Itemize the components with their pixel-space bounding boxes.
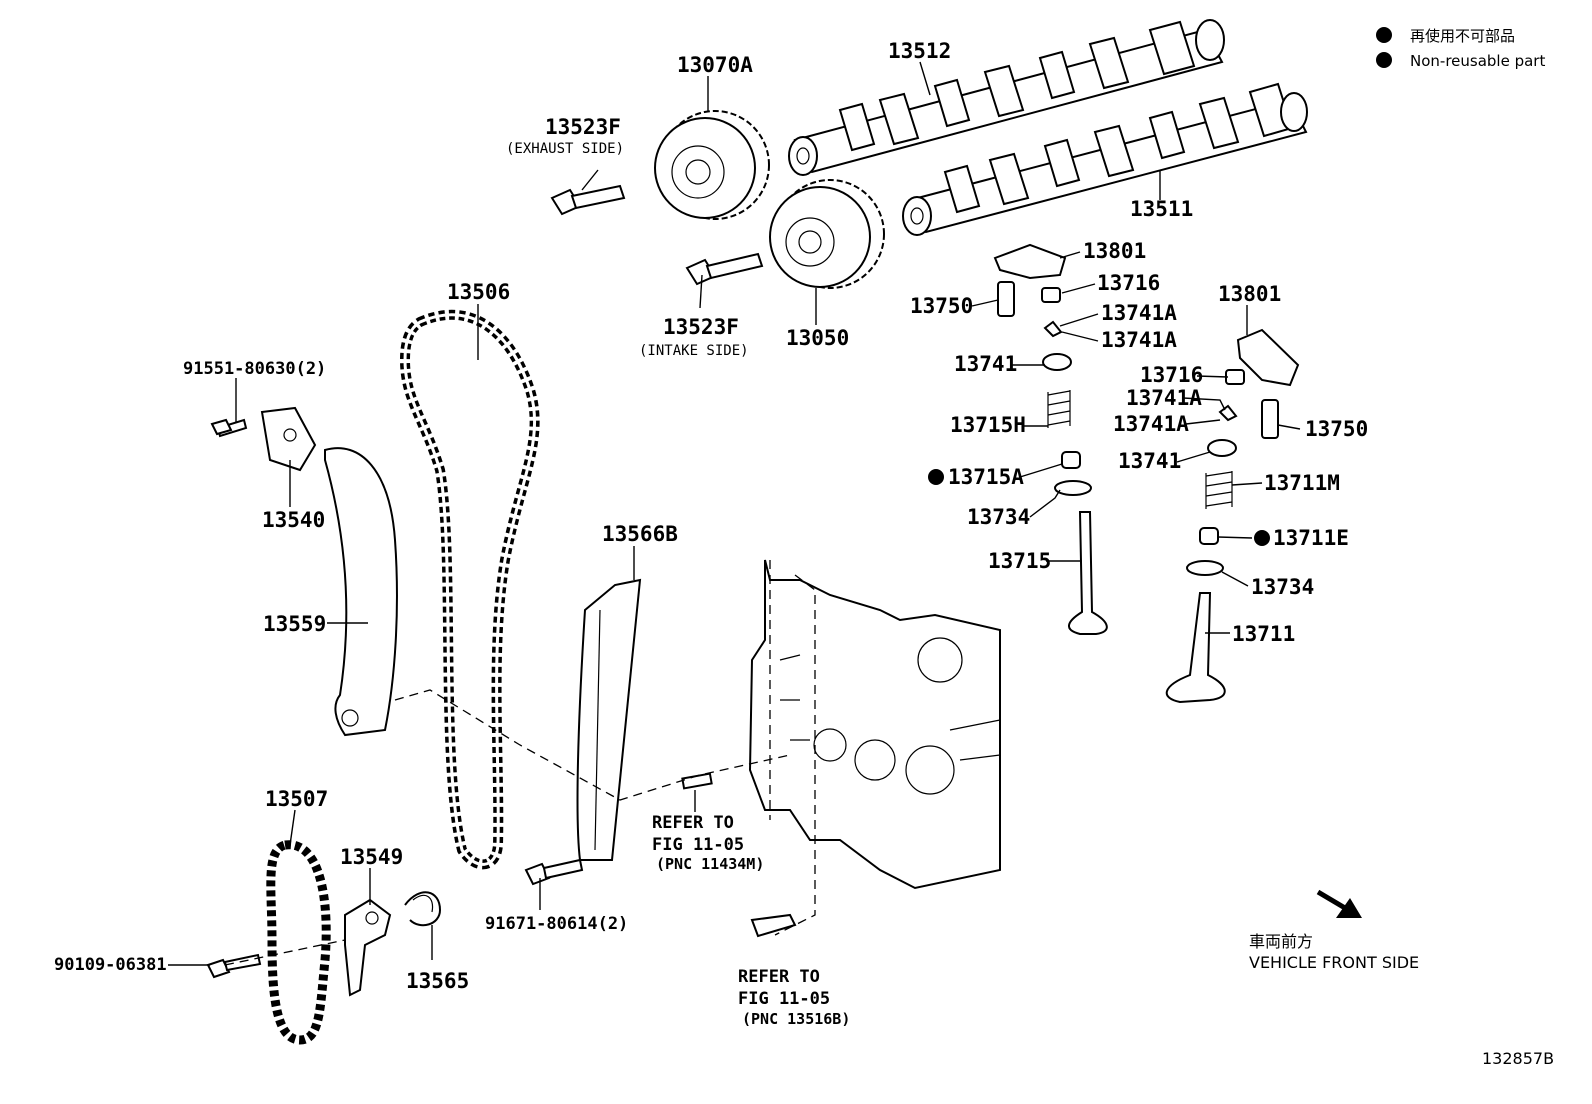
label-13050: 13050 [786, 326, 849, 350]
label-13741A-c: 13741A [1126, 386, 1202, 410]
label-13540: 13540 [262, 508, 325, 532]
label-13750-b: 13750 [1305, 417, 1368, 441]
vehicle-front-jp: 車両前方 [1249, 932, 1313, 951]
label-13507: 13507 [265, 787, 328, 811]
label-exhaust-side: (EXHAUST SIDE) [506, 141, 624, 157]
front-direction-arrow-icon [1316, 889, 1362, 918]
bolt-13523F-exhaust [550, 184, 626, 216]
label-91671-80614: 91671-80614(2) [485, 914, 628, 934]
valve-13711 [1165, 592, 1226, 704]
chain-tensioner-plate-13549 [344, 898, 392, 997]
vehicle-front-indicator: 車両前方 VEHICLE FRONT SIDE [1249, 889, 1419, 972]
non-reusable-dot-icon [928, 469, 944, 485]
refer-note-2: REFER TO FIG 11-05 (PNC 13516B) [738, 967, 850, 1028]
leader-lines [168, 61, 1301, 966]
label-13741-b: 13741 [1118, 449, 1181, 473]
figure-number: 132857B [1482, 1049, 1554, 1068]
label-13741A-d: 13741A [1113, 412, 1189, 436]
bolt-13523F-intake [685, 252, 764, 286]
label-13070A: 13070A [677, 53, 753, 77]
lash-pad-13716-b [1225, 369, 1245, 385]
label-13741-a: 13741 [954, 352, 1017, 376]
label-13715: 13715 [988, 549, 1051, 573]
label-13523F-exhaust: 13523F [545, 115, 621, 139]
label-13716-a: 13716 [1097, 271, 1160, 295]
bolt-91671 [524, 858, 584, 886]
valve-spring-13715H [1047, 390, 1071, 428]
label-13801-b: 13801 [1218, 282, 1281, 306]
label-91551-80630: 91551-80630(2) [183, 359, 326, 379]
label-intake-side: (INTAKE SIDE) [639, 343, 749, 359]
label-13711E: 13711E [1273, 526, 1349, 550]
valve-seal-13711E [1199, 527, 1219, 545]
part-labels: 13512 13070A 13523F (EXHAUST SIDE) 13511… [54, 39, 1368, 993]
refer-note-1-line3: (PNC 11434M) [656, 855, 764, 873]
refer-note-2-line2: FIG 11-05 [738, 989, 830, 1009]
refer-note-1: REFER TO FIG 11-05 (PNC 11434M) [652, 813, 764, 873]
label-13711M: 13711M [1264, 471, 1340, 495]
label-13506: 13506 [447, 280, 510, 304]
legend-jp-label: 再使用不可部品 [1410, 27, 1515, 45]
label-13512: 13512 [888, 39, 951, 63]
spring-seat-13734-b [1186, 560, 1224, 576]
chain-tensioner-13540 [216, 406, 317, 472]
label-13523F-intake: 13523F [663, 315, 739, 339]
label-13741A-a: 13741A [1101, 301, 1177, 325]
non-reusable-dot-icon [1254, 530, 1270, 546]
engine-block [681, 559, 1001, 938]
refer-note-1-line1: REFER TO [652, 813, 734, 833]
rocker-arm-13801-a [993, 243, 1067, 280]
label-13801-a: 13801 [1083, 239, 1146, 263]
vvt-gear-13070A [654, 110, 770, 220]
rocker-arm-13801-b [1236, 328, 1300, 387]
valve-spring-13711M [1205, 471, 1233, 509]
retainer-13741-a [1042, 353, 1072, 371]
label-90109-06381: 90109-06381 [54, 955, 167, 975]
camshaft-13512 [788, 19, 1225, 176]
valve-keeper-13741A-b [1218, 404, 1238, 422]
label-13716-b: 13716 [1140, 363, 1203, 387]
lash-pad-13716-a [1041, 287, 1061, 303]
chain-guide-13566B [576, 578, 642, 861]
chain-slipper-13559 [324, 447, 398, 737]
timing-chain-13506 [399, 309, 540, 870]
oil-pump-chain-13507 [266, 840, 331, 1045]
retainer-13741-b [1207, 439, 1237, 457]
lash-adjuster-13750-b [1261, 399, 1279, 439]
label-13715H: 13715H [950, 413, 1026, 437]
refer-note-2-line1: REFER TO [738, 967, 820, 987]
label-13734-b: 13734 [1251, 575, 1314, 599]
valve-13715 [1068, 511, 1108, 635]
non-reusable-dot-icon [1376, 27, 1392, 43]
bolt-90109 [206, 953, 262, 979]
lash-adjuster-13750-a [997, 281, 1015, 317]
label-13566B: 13566B [602, 522, 678, 546]
assembly-lines [224, 560, 816, 966]
legend: 再使用不可部品 Non-reusable part [1376, 27, 1545, 70]
valve-keeper-13741A-a [1043, 320, 1063, 338]
label-13711: 13711 [1232, 622, 1295, 646]
label-13559: 13559 [263, 612, 326, 636]
vvt-gear-13050 [769, 179, 885, 289]
label-13734-a: 13734 [967, 505, 1030, 529]
label-13750-a: 13750 [910, 294, 973, 318]
label-13549: 13549 [340, 845, 403, 869]
non-reusable-dot-icon [1376, 52, 1392, 68]
vehicle-front-en: VEHICLE FRONT SIDE [1249, 953, 1419, 972]
spring-13565 [404, 891, 442, 927]
label-13741A-b: 13741A [1101, 328, 1177, 352]
refer-note-2-line3: (PNC 13516B) [742, 1010, 850, 1028]
label-13565: 13565 [406, 969, 469, 993]
bolt-91551 [210, 418, 233, 436]
refer-note-1-line2: FIG 11-05 [652, 835, 744, 855]
camshaft-13511 [902, 82, 1308, 236]
label-13715A: 13715A [948, 465, 1024, 489]
valve-seal-13715A [1061, 451, 1081, 469]
label-13511: 13511 [1130, 197, 1193, 221]
legend-en-label: Non-reusable part [1410, 52, 1545, 70]
spring-seat-13734-a [1054, 480, 1092, 496]
